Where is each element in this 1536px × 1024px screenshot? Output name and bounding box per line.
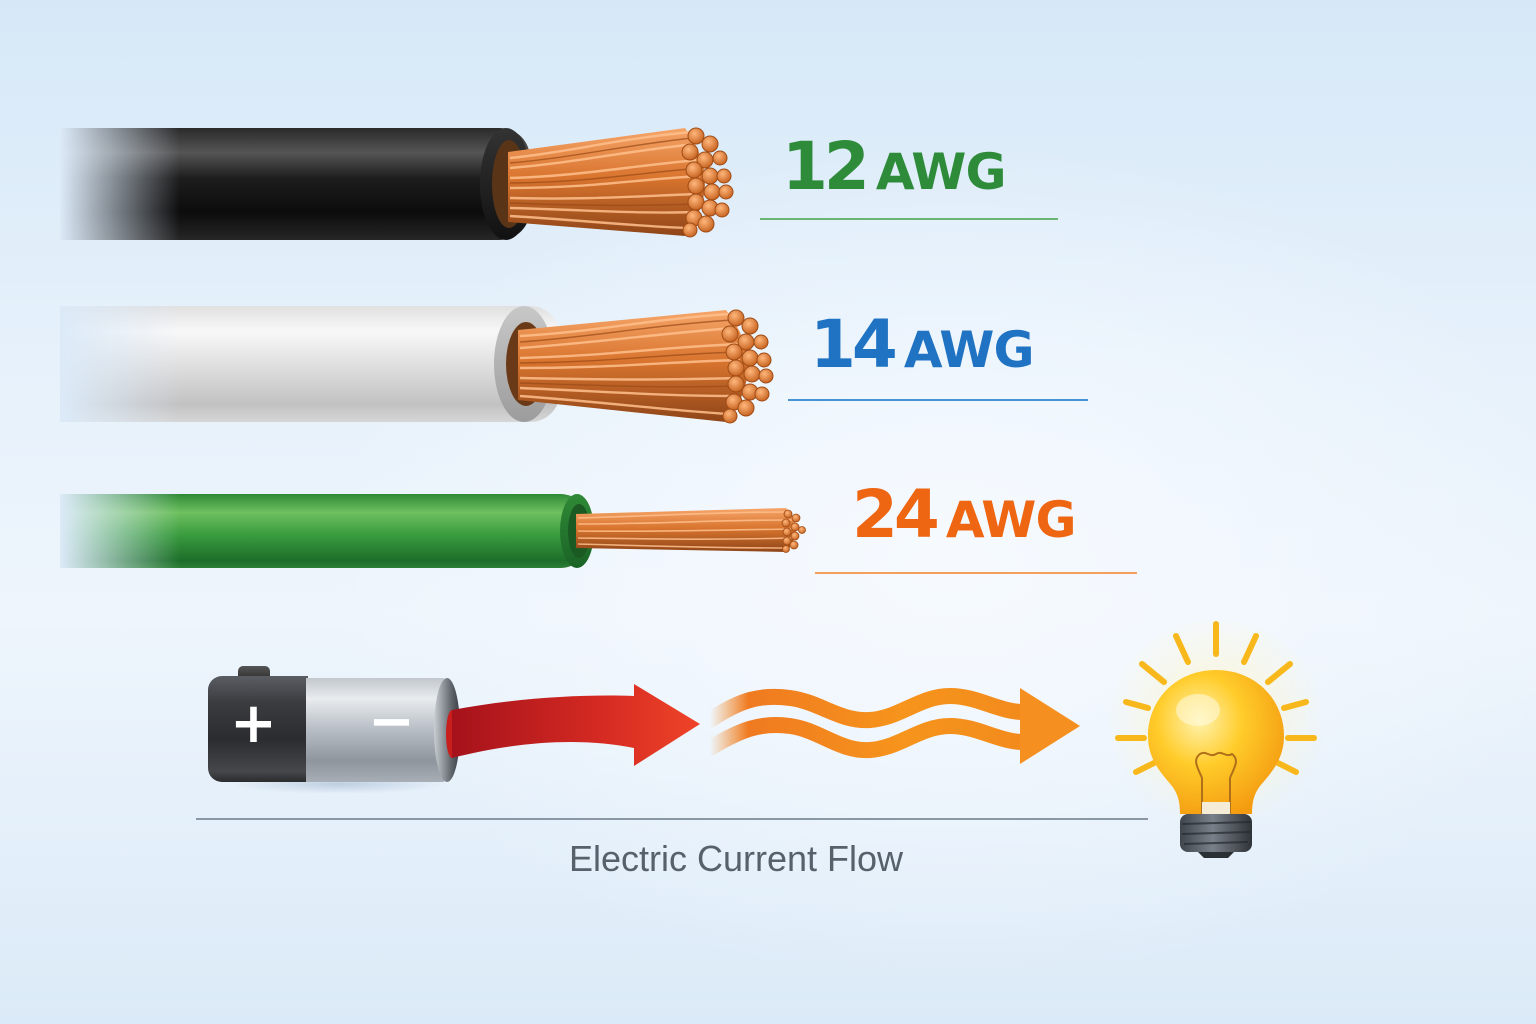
underline-12awg bbox=[760, 218, 1058, 220]
underline-24awg bbox=[815, 572, 1137, 574]
copper-strands-icon bbox=[518, 309, 774, 424]
light-bulb-icon bbox=[1106, 620, 1326, 858]
caption-text: Electric Current Flow bbox=[568, 838, 904, 879]
circuit-caption: Electric Current Flow bbox=[0, 838, 1536, 880]
copper-strands-icon bbox=[508, 127, 734, 238]
gauge-number: 24 bbox=[852, 476, 940, 553]
wire-jacket-white bbox=[60, 306, 560, 422]
battery-minus-sign: − bbox=[368, 689, 415, 754]
gauge-unit: AWG bbox=[945, 491, 1077, 549]
gauge-number: 12 bbox=[782, 128, 870, 205]
gauge-number: 14 bbox=[810, 306, 898, 383]
gauge-unit: AWG bbox=[903, 321, 1035, 379]
underline-14awg bbox=[788, 399, 1088, 401]
circuit-divider bbox=[196, 818, 1148, 820]
battery-plus-sign: + bbox=[230, 691, 277, 756]
battery-silver-section bbox=[306, 678, 444, 782]
battery-icon: + − bbox=[208, 666, 460, 794]
gauge-unit: AWG bbox=[875, 143, 1007, 201]
wire-jacket-green bbox=[60, 494, 590, 568]
arrow-right-icon bbox=[446, 684, 700, 766]
battery-dark-section bbox=[208, 676, 308, 782]
heat-wave-icon bbox=[702, 687, 1080, 764]
wire-jacket-black bbox=[60, 128, 530, 240]
battery-cap bbox=[238, 666, 270, 678]
copper-strands-icon bbox=[576, 508, 806, 553]
